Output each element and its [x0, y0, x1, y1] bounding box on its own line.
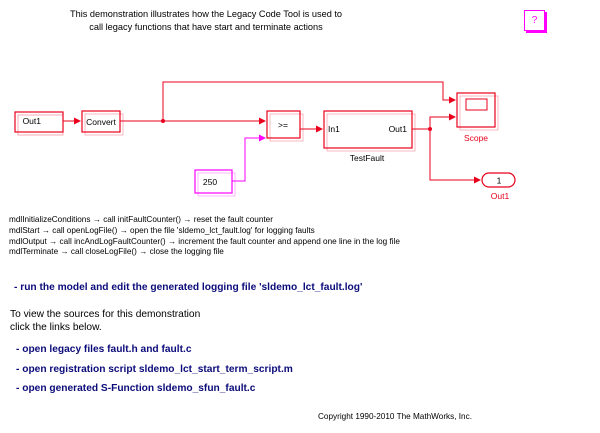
relational-operator-block[interactable]: >= [266, 110, 304, 142]
relational-operator-label: >= [278, 120, 288, 130]
intro-line-2: call legacy functions that have start an… [89, 22, 323, 32]
method-description: mdlInitializeConditions → call initFault… [9, 215, 400, 258]
help-button[interactable]: ? [524, 10, 545, 31]
open-registration-script-link[interactable]: - open registration script sldemo_lct_st… [16, 364, 293, 375]
outport-name: Out1 [491, 191, 510, 201]
copyright: Copyright 1990-2010 The MathWorks, Inc. [318, 412, 472, 421]
constant-block[interactable]: 250 [194, 169, 236, 197]
code-line-start: mdlStart → call openLogFile() → open the… [9, 225, 315, 235]
constant-value: 250 [203, 177, 217, 187]
scope-block[interactable]: Scope [456, 92, 499, 143]
open-sfunction-link[interactable]: - open generated S-Function sldemo_sfun_… [16, 383, 256, 394]
open-legacy-files-link[interactable]: - open legacy files fault.h and fault.c [16, 344, 192, 355]
intro-text: This demonstration illustrates how the L… [0, 8, 412, 34]
subsystem-name: TestFault [350, 153, 385, 163]
outport-number: 1 [497, 176, 502, 186]
convert-block[interactable]: Convert [81, 110, 124, 136]
subsystem-output-port-label: Out1 [389, 124, 408, 134]
inport-block[interactable]: Out1 [14, 111, 64, 136]
scope-name: Scope [464, 133, 488, 143]
code-line-terminate: mdlTerminate → call closeLogFile() → clo… [9, 247, 224, 257]
code-line-initialize: mdlInitializeConditions → call initFault… [9, 215, 273, 224]
sources-text-line-2: click the links below. [10, 322, 102, 333]
testfault-subsystem-block[interactable]: In1 Out1 TestFault [323, 110, 416, 163]
subsystem-input-port-label: In1 [328, 124, 340, 134]
simulink-diagram: Out1 Convert >= 250 In1 Out1 TestFault S… [14, 81, 516, 201]
sources-text-line-1: To view the sources for this demonstrati… [10, 309, 201, 320]
intro-line-1: This demonstration illustrates how the L… [69, 9, 343, 19]
run-model-link[interactable]: - run the model and edit the generated l… [14, 282, 363, 293]
scope-screen-icon [465, 98, 488, 111]
outport-block[interactable]: 1 Out1 [481, 172, 516, 201]
code-line-output: mdlOutput → call incAndLogFaultCounter()… [9, 236, 400, 246]
convert-label: Convert [86, 117, 116, 127]
inport-label: Out1 [23, 116, 42, 126]
